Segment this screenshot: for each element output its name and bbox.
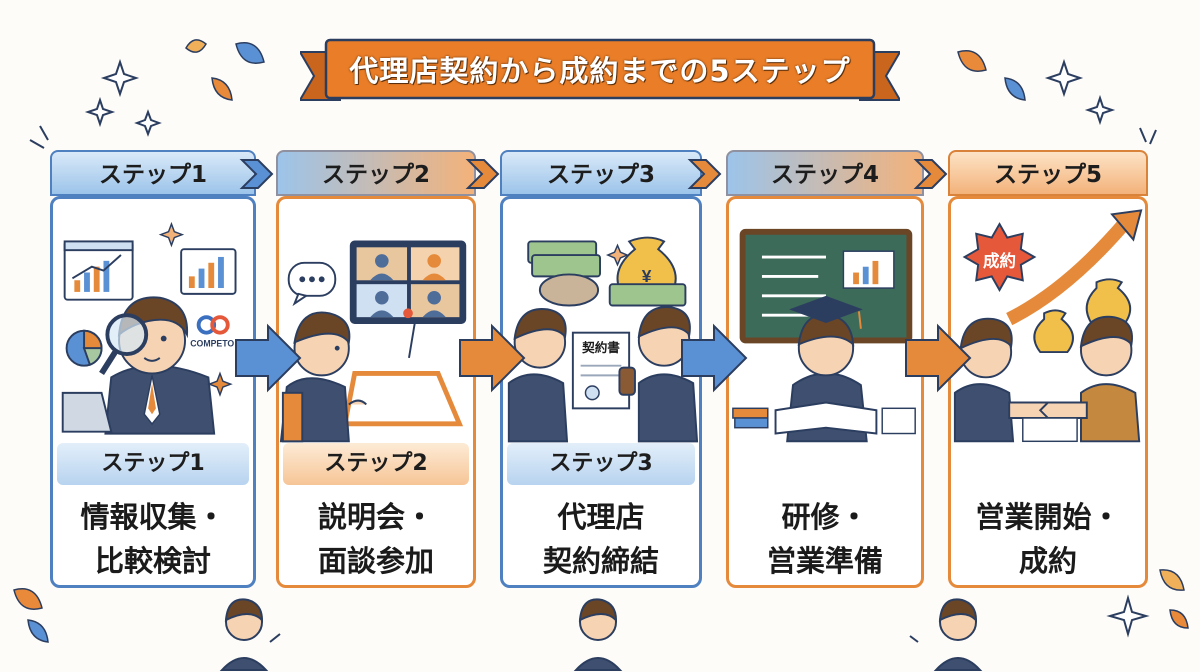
tab-step-4: ステップ4 (726, 150, 924, 196)
svg-text:¥: ¥ (642, 266, 652, 286)
avatar (573, 598, 623, 671)
chart-icon (63, 240, 134, 301)
money-bag-icon (1033, 278, 1132, 354)
step-2-sublabel: ステップ2 (283, 443, 469, 485)
briefing-illustration (279, 240, 467, 443)
bottom-characters (219, 598, 983, 671)
competo-logo (196, 315, 230, 335)
competo-logo-text: COMPETO (190, 338, 234, 348)
leaf-icon (13, 588, 43, 610)
handshake-icon (1008, 401, 1088, 419)
contract-doc-label: 契約書 (582, 340, 620, 355)
step-card-1: COMPETO ステップ1 情報収集・ 比較検討 (50, 196, 256, 588)
leaf-icon (235, 42, 265, 64)
step-1-sublabel: ステップ1 (57, 443, 249, 485)
step-card-3: ¥ 契約書 ステップ3 代理店 契約締結 (500, 196, 702, 588)
leaf-icon (211, 77, 233, 101)
step-1-description: 情報収集・ 比較検討 (80, 500, 226, 578)
flow-arrows (235, 323, 972, 393)
training-illustration (732, 228, 916, 443)
step-3-description: 代理店 契約締結 (542, 500, 659, 578)
leaf-icon (1004, 77, 1026, 101)
deal-closing-illustration: 成約 (953, 209, 1143, 443)
tab-step-1: ステップ1 (50, 150, 256, 196)
deal-badge: 成約 (983, 251, 1016, 271)
leaf-icon (1159, 569, 1185, 591)
step-5-description: 営業開始・ 成約 (975, 500, 1121, 578)
avatar (909, 598, 983, 671)
leaf-icon (27, 619, 49, 643)
step-4-description: 研修・ 営業準備 (766, 500, 883, 578)
magnifier-icon (99, 313, 149, 376)
tab-arrows (239, 159, 948, 189)
leaf-icon (1169, 609, 1189, 629)
video-call-icon (349, 240, 467, 324)
leaf-icon (957, 50, 987, 72)
step-card-5: 成約 営業開始・ 成約 (948, 196, 1148, 588)
leaf-icon (185, 39, 207, 53)
step-3-sublabel: ステップ3 (507, 443, 695, 485)
research-illustration: COMPETO (61, 221, 237, 435)
page-title: 代理店契約から成約までの5ステップ (349, 54, 851, 88)
tab-step-5: ステップ5 (948, 150, 1148, 196)
title-ribbon: 代理店契約から成約までの5ステップ (300, 30, 900, 112)
tab-step-3: ステップ3 (500, 150, 702, 196)
avatar (219, 598, 281, 671)
tab-step-2: ステップ2 (276, 150, 476, 196)
contract-illustration: ¥ 契約書 (507, 236, 699, 443)
step-card-2: ステップ2 説明会・ 面談参加 (276, 196, 476, 588)
blackboard-icon (739, 228, 913, 344)
step-card-4: 研修・ 営業準備 (726, 196, 924, 588)
money-bag-icon: ¥ (608, 236, 687, 307)
step-2-description: 説明会・ 面談参加 (317, 500, 434, 578)
